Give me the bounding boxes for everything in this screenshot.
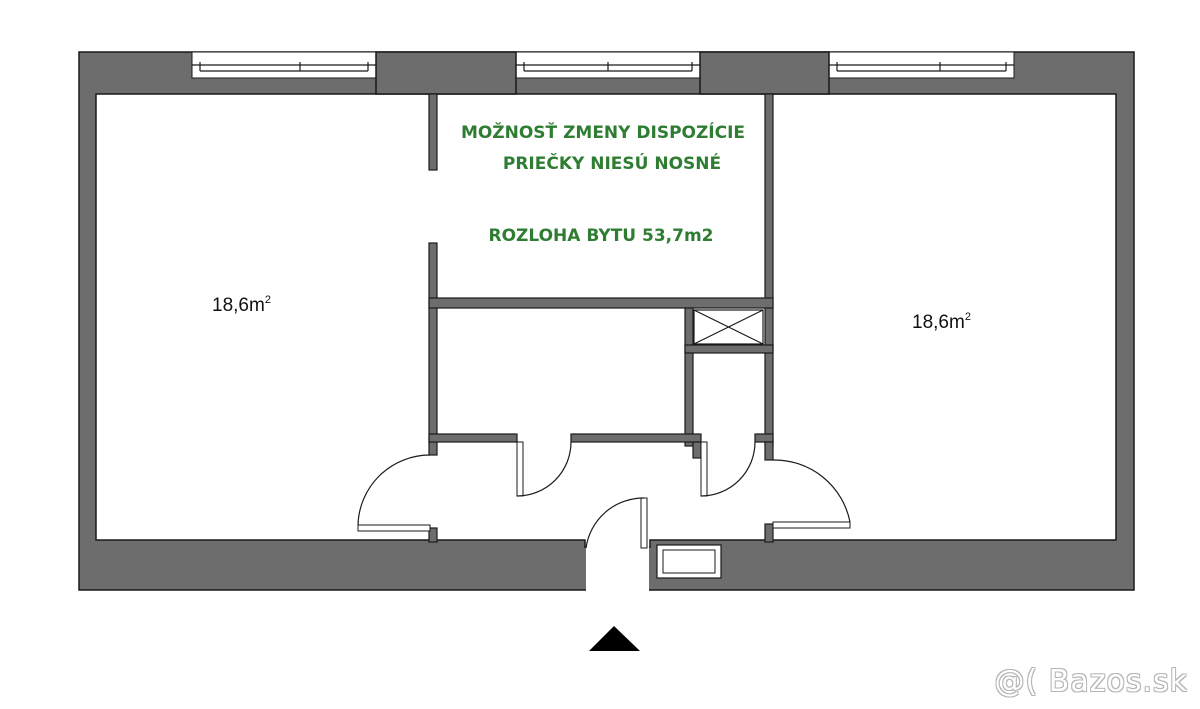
entrance-opening xyxy=(586,541,649,592)
partition-horizontal-top xyxy=(428,297,774,309)
partition-wc-bottom xyxy=(754,433,774,443)
note-floor-area: ROZLOHA BYTU 53,7m2 xyxy=(489,226,714,246)
partition-right xyxy=(764,93,774,447)
ventilation-shaft-icon xyxy=(693,309,764,345)
entrance-arrow-icon xyxy=(589,626,640,651)
partition-stub-right-bottom xyxy=(764,523,774,543)
pier-right xyxy=(699,51,830,95)
partition-left-lower xyxy=(428,242,438,456)
partition-stub-right xyxy=(764,441,774,461)
door-left-room xyxy=(357,454,431,532)
room-area-left: 18,6m2 xyxy=(212,294,271,316)
partition-stub-left-bottom xyxy=(428,527,438,543)
entrance-niche xyxy=(656,544,722,579)
partition-shaft-bottom xyxy=(684,344,774,354)
partition-top-left xyxy=(428,93,438,171)
note-non-load-bearing: PRIEČKY NIESÚ NOSNÉ xyxy=(503,152,721,174)
pier-left xyxy=(375,51,517,95)
partition-bathroom-right xyxy=(684,307,694,447)
note-layout-change: MOŽNOSŤ ZMENY DISPOZÍCIE xyxy=(461,121,745,143)
door-entrance xyxy=(585,497,648,549)
door-bathroom xyxy=(516,441,572,497)
room-area-right: 18,6m2 xyxy=(912,311,971,333)
door-right-room xyxy=(772,459,851,529)
door-wc xyxy=(700,441,756,497)
window-right xyxy=(828,51,1015,79)
partition-bathroom-bottom-right xyxy=(570,433,702,443)
window-middle xyxy=(515,51,701,79)
partition-stub-wc xyxy=(692,441,702,459)
window-left xyxy=(191,51,377,79)
partition-bathroom-bottom-left xyxy=(428,433,518,443)
watermark: @( Bazos.sk xyxy=(994,664,1188,699)
